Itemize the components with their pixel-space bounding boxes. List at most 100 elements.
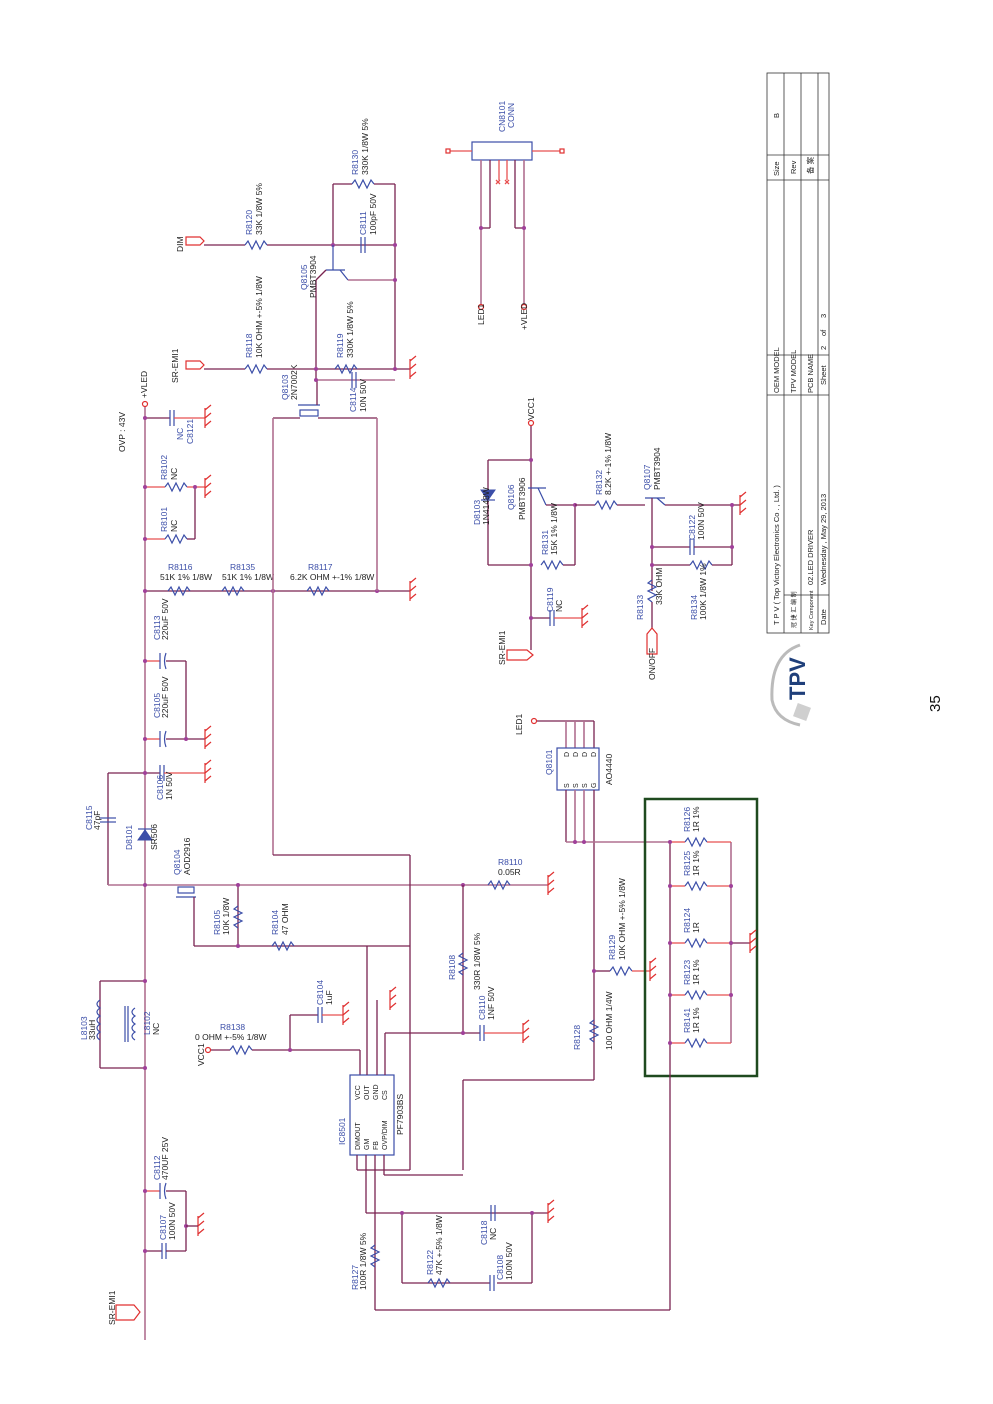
- c8122-ref: C8122: [687, 515, 697, 540]
- q8103-value: 2N7002K: [289, 364, 299, 400]
- r8101-value: NC: [169, 520, 179, 532]
- ic-pin-vcc: VCC: [355, 1085, 362, 1100]
- r8117-ref: R8117: [308, 562, 333, 572]
- c8115-value: 47pF: [92, 811, 102, 830]
- on-off-label: ON/OFF: [647, 648, 657, 680]
- q8106-ref: Q8106: [506, 484, 516, 510]
- ic8501-ref: IC8501: [337, 1117, 347, 1145]
- r8130-ref: R8130: [350, 150, 360, 175]
- c8108-ref: C8108: [495, 1255, 505, 1280]
- c8121: NC C8121: [143, 410, 205, 444]
- c8110-value: 1NF 50V: [486, 986, 496, 1020]
- c8111-ref: C8111: [358, 211, 368, 235]
- c8118-value: NC: [488, 1228, 498, 1240]
- vcc1-top-label: VCC1: [526, 397, 536, 420]
- ground-symbols: [186, 355, 757, 1236]
- r8102-r8101: R8102 NC R8101 NC: [143, 455, 205, 545]
- size-value: B: [772, 113, 781, 118]
- r8132-ref: R8132: [594, 470, 604, 495]
- r8124: R8124 1R: [670, 908, 731, 949]
- r8119-value: 330K 1/8W 5%: [345, 301, 355, 358]
- q8105-ref: Q8105: [299, 264, 309, 290]
- vcc1-block: VCC1 R8138 0 OHM +-5% 1/8W C8104 1uF: [195, 980, 361, 1075]
- title-block: T P V ( Top Victory Electronics Co . , L…: [766, 72, 830, 634]
- r8124-value: 1R: [691, 922, 701, 933]
- vled-top-label: +VLED: [519, 303, 529, 330]
- d8101-ref: D8101: [124, 825, 134, 850]
- c8114-value: 10N 50V: [358, 379, 368, 412]
- dim-block: DIM R8120 33K 1/8W 5% R8130 330K 1/8W 5%…: [170, 118, 410, 412]
- r8122-value: 47K +-5% 1/8W: [434, 1215, 444, 1275]
- page-number: 35: [927, 695, 944, 712]
- tpv-logo: TPV: [770, 643, 811, 727]
- r8129-value: 10K OHM +-5% 1/8W: [617, 878, 627, 960]
- r8135-value: 51K 1% 1/8W: [222, 572, 274, 582]
- c8112-value: 470UF 25V: [160, 1137, 170, 1180]
- r8117-value: 6.2K OHM +-1% 1/8W: [290, 572, 374, 582]
- sr-emi1-mid-label: SR-EMI1: [497, 630, 507, 665]
- q8101-pin-d6: D: [582, 752, 589, 757]
- r8126: R8126 1R 1%: [670, 806, 731, 848]
- r8104-ref: R8104: [270, 910, 280, 935]
- ic-pin-fb: FB: [373, 1141, 380, 1150]
- r8123-ref: R8123: [682, 960, 692, 985]
- c8104-value: 1uF: [324, 990, 334, 1005]
- c8121-value: NC: [175, 428, 185, 440]
- r8118-ref: R8118: [244, 333, 254, 358]
- key-component-value: 02.LED DRIVER: [806, 529, 815, 585]
- r8134-ref: R8134: [689, 595, 699, 620]
- logo-text: TPV: [785, 657, 810, 700]
- key-component-label: Key Component: [809, 590, 815, 630]
- r8105-ref: R8105: [212, 910, 222, 935]
- sense-highlight-box: [643, 797, 759, 1078]
- oem-model-label: OEM MODEL: [772, 347, 781, 393]
- c8108-value: 100N 50V: [504, 1242, 514, 1280]
- r8133-value: 33K OHM: [654, 568, 664, 605]
- sheet-of: of: [819, 329, 828, 336]
- ic-pin-dimout: DIMOUT: [355, 1122, 362, 1150]
- c8105-ref: C8105: [152, 693, 162, 718]
- r8120-value: 33K 1/8W 5%: [254, 183, 264, 235]
- r8135-ref: R8135: [230, 562, 255, 572]
- ic-pin-gnd: GND: [373, 1084, 380, 1100]
- r8138-value: 0 OHM +-5% 1/8W: [195, 1032, 267, 1042]
- r8125-ref: R8125: [682, 851, 692, 876]
- c8106-ref: C8106: [155, 775, 165, 800]
- cn8101-ref: CN8101: [497, 101, 507, 132]
- r8125-value: 1R 1%: [691, 850, 701, 876]
- r8131-ref: R8131: [540, 530, 550, 555]
- c8119-ref: C8119: [545, 587, 555, 612]
- ic-pin-ovpdim: OVP/DIM: [382, 1120, 389, 1150]
- r8122-ref: R8122: [425, 1250, 435, 1275]
- r8116-value: 51K 1% 1/8W: [160, 572, 212, 582]
- c8118-ref: C8118: [479, 1220, 489, 1245]
- vled-port: +VLED: [139, 371, 149, 408]
- r8105-value: 10K 1/8W: [221, 898, 231, 935]
- c8107-ref: C8107: [158, 1215, 168, 1240]
- r8118-value: 10K OHM +-5% 1/8W: [254, 276, 264, 358]
- c8107-value: 100N 50V: [167, 1202, 177, 1240]
- note-label: 备 案: [805, 156, 815, 174]
- r8127-ref: R8127: [350, 1265, 360, 1290]
- r8141: R8141 1R 1%: [670, 1007, 731, 1049]
- r8138-ref: R8138: [220, 1022, 245, 1032]
- q8101-ref: Q8101: [544, 749, 554, 775]
- sheet-total: 3: [819, 314, 828, 318]
- ic8501: IC8501 PF7903BS VCC OUT GND CS DIMOUT GM…: [337, 946, 410, 1310]
- r8116-ref: R8116: [168, 562, 193, 572]
- c8113-value: 220uF 50V: [160, 598, 170, 640]
- r8125: R8125 1R 1%: [670, 850, 731, 892]
- r8120-ref: R8120: [244, 210, 254, 235]
- pcb-name-label: PCB NAME: [806, 354, 815, 393]
- c8106-value: 1N 50V: [164, 771, 174, 800]
- led1-bottom-label: LED1: [514, 713, 524, 735]
- r8101-ref: R8101: [159, 507, 169, 532]
- sheet-label: Sheet: [819, 364, 828, 385]
- onoff-block: VCC1 D8103 1N4148W Q8106 PMBT3906 R8131 …: [472, 397, 740, 680]
- vled-label: +VLED: [139, 371, 149, 398]
- q8101-pin-g: G: [591, 783, 598, 788]
- q8101-pin-s2: S: [573, 783, 580, 788]
- ovp-note: OVP : 43V: [117, 412, 127, 452]
- inductors: L8103 33uH L8102 NC: [79, 979, 161, 1070]
- c8105-value: 220uF 50V: [160, 676, 170, 718]
